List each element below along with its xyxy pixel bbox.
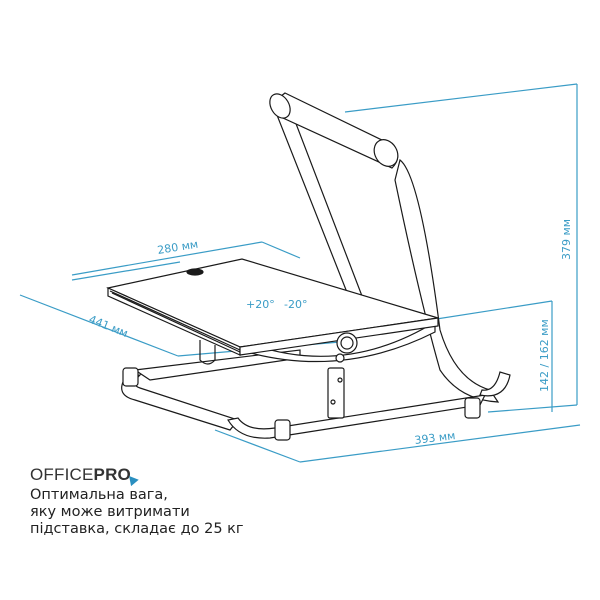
tilt-plus-label: +20° <box>246 298 275 311</box>
brand-logo-light: OFFICE <box>30 465 94 484</box>
caption-line: яку може витримати <box>30 504 190 520</box>
weight-capacity-caption: Оптимальна вага, яку може витримати підс… <box>30 487 244 538</box>
brand-logo: OFFICEPRO <box>30 465 139 487</box>
caption-line: Оптимальна вага, <box>30 487 168 503</box>
brand-logo-bold: PRO <box>93 465 131 484</box>
footrest-frame <box>269 92 500 403</box>
dim-total-height: 379 мм <box>560 219 573 260</box>
tilt-minus-label: -20° <box>284 298 307 311</box>
caption-line: підставка, складає до 25 кг <box>30 521 244 537</box>
dim-platform-height: 142 / 162 мм <box>538 319 551 392</box>
dim-width-top: 280 мм <box>156 238 199 257</box>
footrest-platform <box>106 258 439 365</box>
dim-base-width: 393 мм <box>414 429 456 447</box>
footrest-base <box>121 349 511 441</box>
dim-depth: 441 мм <box>87 313 130 340</box>
